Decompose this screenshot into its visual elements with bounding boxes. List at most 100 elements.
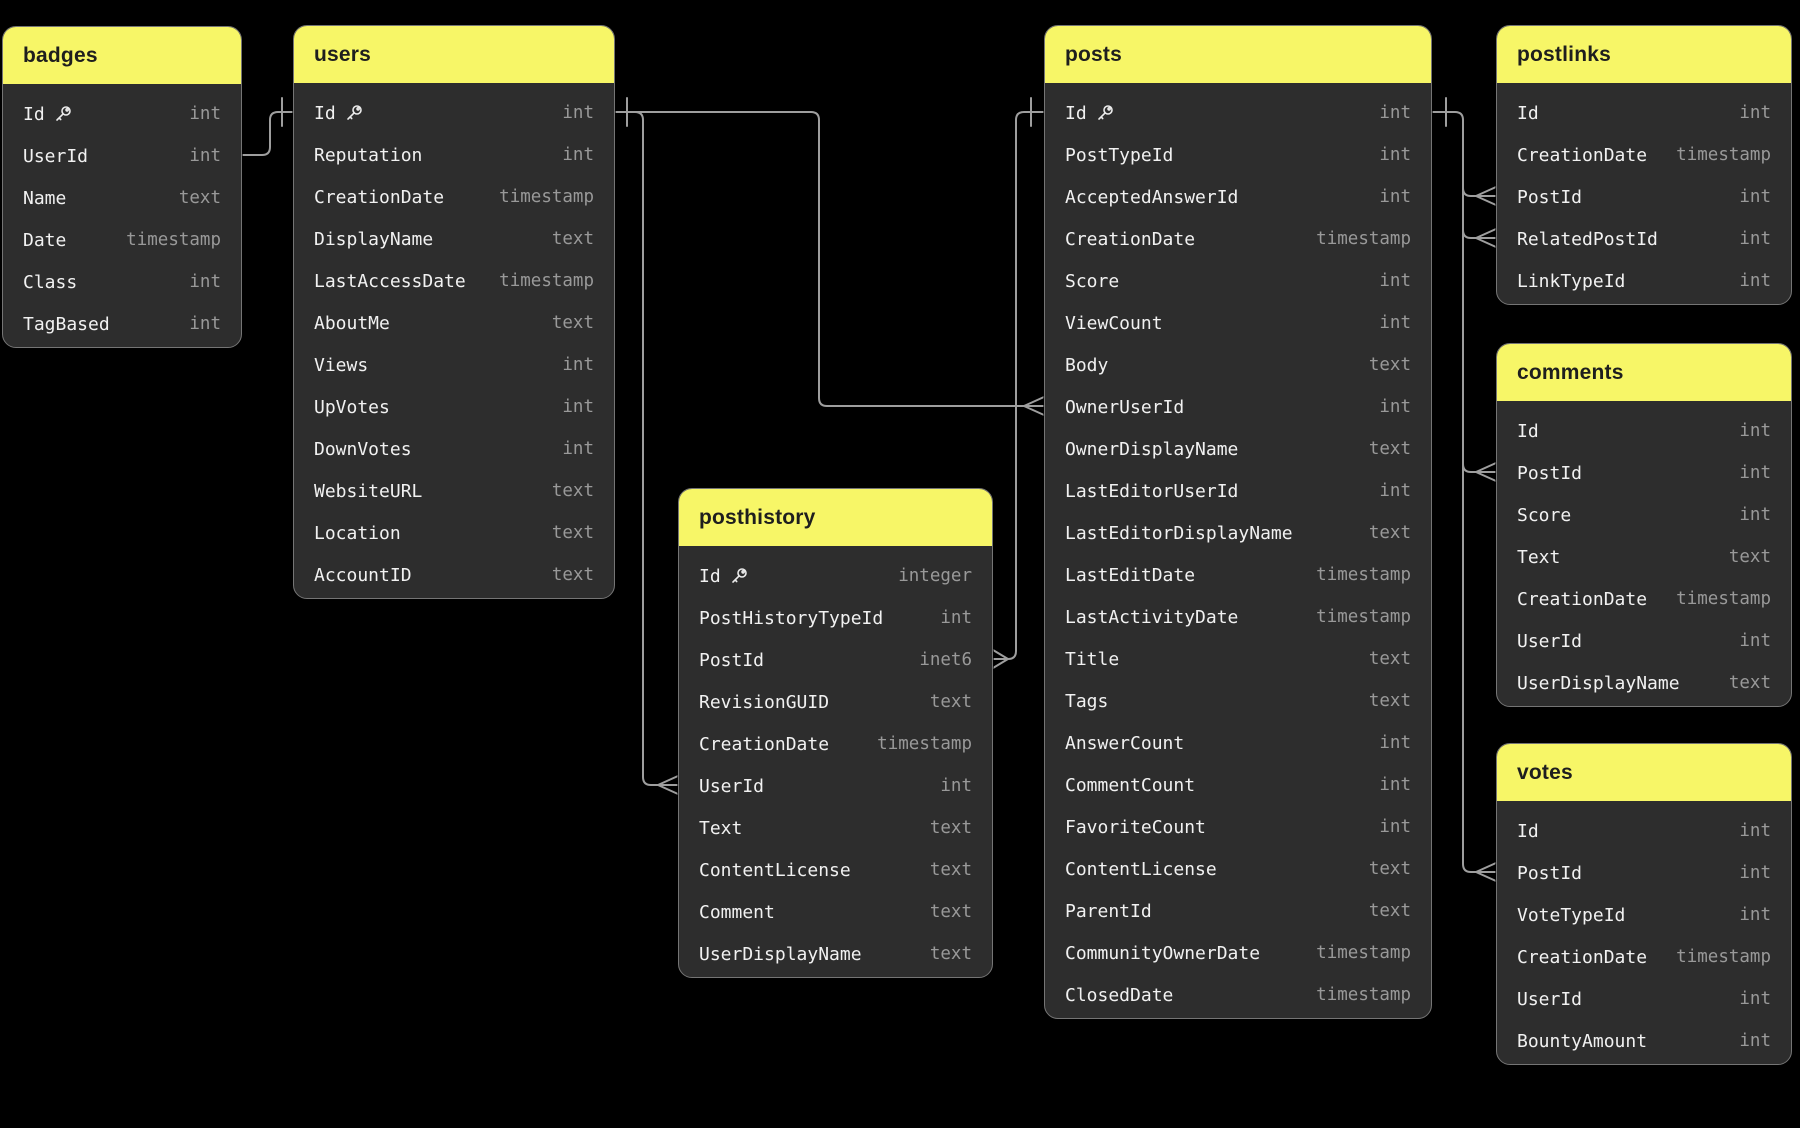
field-type: int xyxy=(1739,103,1771,123)
field-type: text xyxy=(551,229,594,249)
field-name: Id xyxy=(1517,102,1539,124)
field-type: int xyxy=(1379,775,1411,795)
table-header-badges[interactable]: badges xyxy=(3,27,241,84)
field-name: Title xyxy=(1065,648,1120,670)
field-name: ClosedDate xyxy=(1065,984,1174,1006)
table-header-posts[interactable]: posts xyxy=(1045,26,1431,83)
field-row-badges-UserId[interactable]: UserId int xyxy=(3,135,241,177)
field-type: int xyxy=(189,146,221,166)
table-header-users[interactable]: users xyxy=(294,26,614,83)
field-type: int xyxy=(1739,905,1771,925)
field-name: AccountID xyxy=(314,564,412,586)
table-header-posthistory[interactable]: posthistory xyxy=(679,489,992,546)
table-header-votes[interactable]: votes xyxy=(1497,744,1791,801)
field-name: Id xyxy=(1517,420,1539,442)
field-name: Score xyxy=(1517,504,1572,526)
field-name: LinkTypeId xyxy=(1517,270,1626,292)
field-name: PostId xyxy=(1517,186,1583,208)
field-type: int xyxy=(1739,631,1771,651)
field-name: UserId xyxy=(23,145,89,167)
field-name: OwnerDisplayName xyxy=(1065,438,1239,460)
field-row-postlinks-Id[interactable]: Id int xyxy=(1497,92,1791,134)
table-header-postlinks[interactable]: postlinks xyxy=(1497,26,1791,83)
primary-key-icon xyxy=(1097,105,1113,120)
field-name: Id xyxy=(1065,102,1087,124)
table-header-comments[interactable]: comments xyxy=(1497,344,1791,401)
